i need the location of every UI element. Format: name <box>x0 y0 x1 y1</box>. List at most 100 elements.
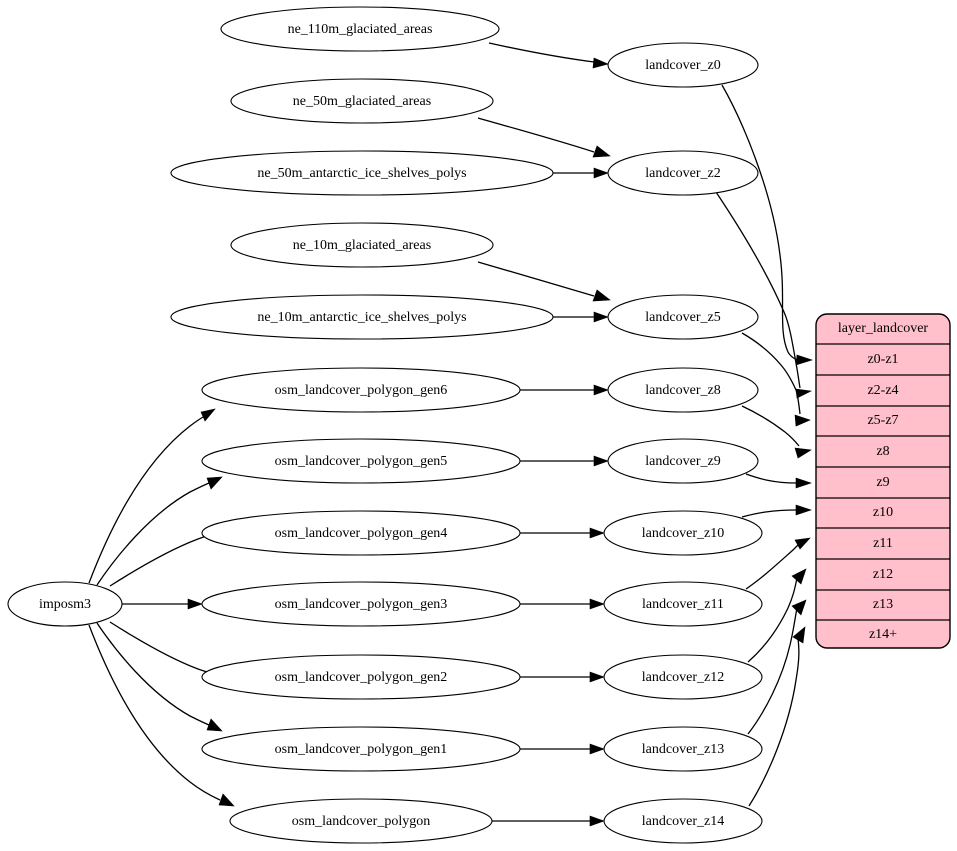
edge-gen5-to-z9 <box>520 455 609 467</box>
node-osm-landcover-polygon[interactable]: osm_landcover_polygon <box>229 798 493 844</box>
edge-z12-to-row-z12 <box>747 568 807 663</box>
table-row[interactable]: z2-z4 <box>816 383 950 407</box>
node-landcover-z11[interactable]: landcover_z11 <box>603 581 763 627</box>
table-row[interactable]: z0-z1 <box>816 352 950 376</box>
node-label-ne-110m-glaciated-areas: ne_110m_glaciated_areas <box>288 22 433 37</box>
node-osm-landcover-polygon-gen4[interactable]: osm_landcover_polygon_gen4 <box>201 510 521 556</box>
node-label-osm-landcover-polygon-gen6: osm_landcover_polygon_gen6 <box>275 383 448 398</box>
layer-landcover-table[interactable]: layer_landcover z0-z1 z2-z4 z5-z7 z8 z9 … <box>815 313 951 649</box>
node-label-ne-50m-antarctic-ice-shelves-polys: ne_50m_antarctic_ice_shelves_polys <box>257 166 466 181</box>
node-landcover-z5[interactable]: landcover_z5 <box>607 294 759 340</box>
node-label-landcover-z14: landcover_z14 <box>642 814 724 829</box>
edge-gen2-to-z12 <box>520 671 605 683</box>
edge-imposm3-to-gen1 <box>96 622 223 732</box>
edge-imposm3-to-gen6 <box>88 408 216 584</box>
table-row-label-z5-z7: z5-z7 <box>867 413 898 428</box>
node-osm-landcover-polygon-gen5[interactable]: osm_landcover_polygon_gen5 <box>201 438 521 484</box>
edge-ne10m-glaciated-to-z5 <box>477 261 611 302</box>
edge-z11-to-row-z11 <box>745 537 811 590</box>
node-label-ne-10m-glaciated-areas: ne_10m_glaciated_areas <box>293 238 431 253</box>
node-ne-10m-antarctic-ice-shelves-polys[interactable]: ne_10m_antarctic_ice_shelves_polys <box>170 294 554 340</box>
edge-ne50m-antarctic-to-z2 <box>553 167 609 179</box>
table-body <box>815 313 951 649</box>
node-label-landcover-z8: landcover_z8 <box>645 383 720 398</box>
table-row[interactable]: z11 <box>816 536 950 560</box>
table-row[interactable]: z10 <box>816 505 950 529</box>
table-row-label-z8: z8 <box>876 444 889 459</box>
edge-z13-to-row-z13 <box>747 599 807 735</box>
table-row-label-z12: z12 <box>873 567 893 582</box>
node-osm-landcover-polygon-gen2[interactable]: osm_landcover_polygon_gen2 <box>201 654 521 700</box>
edge-gen4-to-z10 <box>520 527 605 539</box>
node-landcover-z8[interactable]: landcover_z8 <box>607 367 759 413</box>
table-row-label-z0-z1: z0-z1 <box>867 352 898 367</box>
edge-z9-to-row-z9 <box>745 473 812 489</box>
node-landcover-z0[interactable]: landcover_z0 <box>607 42 759 88</box>
node-label-osm-landcover-polygon-gen3: osm_landcover_polygon_gen3 <box>275 597 448 612</box>
node-landcover-z9[interactable]: landcover_z9 <box>607 438 759 484</box>
table-row[interactable]: z8 <box>816 444 950 468</box>
table-row[interactable]: z13 <box>816 597 950 621</box>
node-label-osm-landcover-polygon-gen5: osm_landcover_polygon_gen5 <box>275 454 448 469</box>
edge-ne110m-to-z0 <box>488 42 609 69</box>
table-row[interactable]: z12 <box>816 567 950 591</box>
table-row-label-z2-z4: z2-z4 <box>867 383 898 398</box>
edge-z0-to-row-z0z1 <box>721 84 813 366</box>
node-imposm3[interactable]: imposm3 <box>7 581 123 627</box>
node-label-landcover-z13: landcover_z13 <box>642 742 724 757</box>
node-landcover-z13[interactable]: landcover_z13 <box>603 726 763 772</box>
table-row-label-z14-plus: z14+ <box>869 627 897 642</box>
node-ne-110m-glaciated-areas[interactable]: ne_110m_glaciated_areas <box>220 6 500 52</box>
edge-imposm3-to-polygon <box>88 624 235 807</box>
node-landcover-z10[interactable]: landcover_z10 <box>603 510 763 556</box>
node-label-landcover-z5: landcover_z5 <box>645 310 720 325</box>
edge-imposm3-to-gen3 <box>122 598 203 610</box>
table-row-label-z9: z9 <box>876 475 889 490</box>
node-ne-50m-antarctic-ice-shelves-polys[interactable]: ne_50m_antarctic_ice_shelves_polys <box>170 150 554 196</box>
edge-z14-to-row-z14plus <box>748 626 806 807</box>
table-row[interactable]: z9 <box>816 475 950 499</box>
table-row-label-z10: z10 <box>873 505 893 520</box>
node-layer: imposm3 ne_110m_glaciated_areas ne_50m_g… <box>7 6 763 844</box>
edge-z8-to-row-z8 <box>741 405 812 459</box>
edge-z5-to-row-z5z7 <box>741 332 811 427</box>
edge-gen3-to-z11 <box>520 598 605 610</box>
edge-z2-to-row-z2z4 <box>715 191 813 399</box>
edge-polygon-to-z14 <box>492 815 605 827</box>
node-label-ne-50m-glaciated-areas: ne_50m_glaciated_areas <box>293 94 431 109</box>
table-row[interactable]: z5-z7 <box>816 413 950 437</box>
edge-layer <box>88 42 813 827</box>
node-osm-landcover-polygon-gen1[interactable]: osm_landcover_polygon_gen1 <box>201 726 521 772</box>
edge-gen1-to-z13 <box>520 743 605 755</box>
node-ne-50m-glaciated-areas[interactable]: ne_50m_glaciated_areas <box>230 78 494 124</box>
node-label-landcover-z0: landcover_z0 <box>645 58 720 73</box>
node-ne-10m-glaciated-areas[interactable]: ne_10m_glaciated_areas <box>230 222 494 268</box>
edge-gen6-to-z8 <box>520 384 609 396</box>
node-osm-landcover-polygon-gen6[interactable]: osm_landcover_polygon_gen6 <box>201 367 521 413</box>
edge-ne50m-glaciated-to-z2 <box>477 117 611 158</box>
edge-imposm3-to-gen5 <box>96 476 223 586</box>
node-label-landcover-z11: landcover_z11 <box>642 597 724 612</box>
node-label-landcover-z10: landcover_z10 <box>642 526 724 541</box>
table-row[interactable]: z14+ <box>869 627 897 642</box>
node-landcover-z12[interactable]: landcover_z12 <box>603 654 763 700</box>
node-label-landcover-z2: landcover_z2 <box>645 166 720 181</box>
table-header-label: layer_landcover <box>838 321 929 336</box>
node-label-osm-landcover-polygon-gen2: osm_landcover_polygon_gen2 <box>275 670 448 685</box>
edge-ne10m-antarctic-to-z5 <box>553 311 609 323</box>
node-label-osm-landcover-polygon: osm_landcover_polygon <box>292 814 430 829</box>
node-osm-landcover-polygon-gen3[interactable]: osm_landcover_polygon_gen3 <box>201 581 521 627</box>
node-landcover-z14[interactable]: landcover_z14 <box>603 798 763 844</box>
table-header-row[interactable]: layer_landcover <box>816 321 950 345</box>
edge-z10-to-row-z10 <box>741 504 812 518</box>
node-landcover-z2[interactable]: landcover_z2 <box>607 150 759 196</box>
node-label-osm-landcover-polygon-gen1: osm_landcover_polygon_gen1 <box>275 742 448 757</box>
node-label-osm-landcover-polygon-gen4: osm_landcover_polygon_gen4 <box>275 526 448 541</box>
node-label-landcover-z12: landcover_z12 <box>642 670 724 685</box>
table-row-label-z11: z11 <box>873 536 893 551</box>
node-label-imposm3: imposm3 <box>39 597 91 612</box>
table-row-label-z13: z13 <box>873 597 893 612</box>
node-label-ne-10m-antarctic-ice-shelves-polys: ne_10m_antarctic_ice_shelves_polys <box>257 310 466 325</box>
